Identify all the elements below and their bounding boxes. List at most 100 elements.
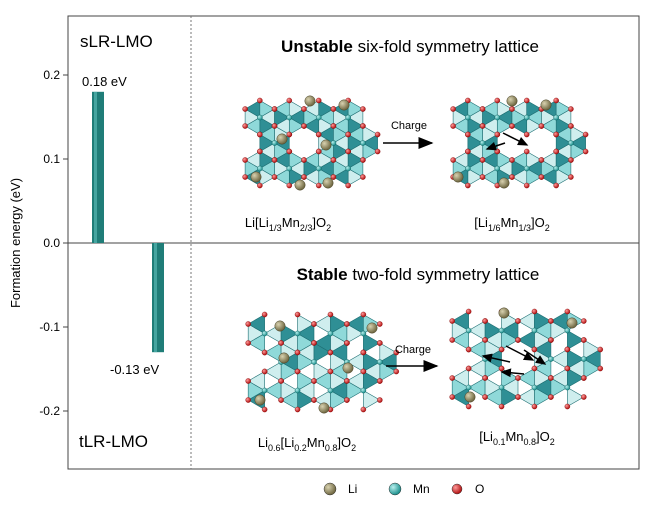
o-atom (301, 157, 307, 163)
o-atom (465, 182, 471, 189)
o-atom (548, 318, 554, 324)
o-atom (553, 131, 559, 138)
li-atom (294, 179, 306, 191)
o-atom (509, 174, 515, 180)
category-label-tlr: tLR-LMO (79, 432, 148, 451)
octahedron-face (363, 389, 381, 411)
o-atom (523, 148, 530, 155)
mn-atom (531, 327, 538, 334)
o-atom (449, 318, 455, 324)
o-atom (548, 375, 554, 381)
li-atom (320, 139, 332, 151)
mn-atom (286, 165, 293, 172)
octahedron-face (363, 370, 381, 392)
o-atom (278, 340, 284, 346)
octahedron-face (567, 329, 585, 351)
lattice-bottom-left (245, 311, 400, 414)
mn-atom (465, 165, 471, 172)
bottom-panel-title: Stable two-fold symmetry lattice (297, 265, 540, 284)
o-atom (581, 337, 587, 343)
o-atom (515, 318, 521, 324)
o-atom (450, 157, 456, 163)
y-tick-label: 0.1 (43, 152, 60, 166)
o-atom (515, 375, 521, 381)
legend-marker-mn (388, 482, 402, 496)
octahedron-face (500, 377, 519, 398)
charge-label-bottom: Charge (395, 344, 431, 356)
mn-atom (531, 384, 538, 391)
octahedron-face (280, 380, 299, 401)
o-atom (377, 321, 383, 327)
octahedron-face (567, 348, 585, 370)
o-atom (286, 97, 293, 104)
o-atom (242, 157, 248, 163)
o-atom (261, 368, 268, 375)
o-atom (449, 394, 455, 400)
o-atom (564, 403, 571, 410)
mn-atom (498, 327, 505, 334)
li-atom (366, 322, 378, 334)
o-atom (345, 182, 351, 189)
bar (92, 91, 104, 243)
o-atom (482, 337, 488, 343)
o-atom (538, 157, 545, 163)
o-atom (245, 378, 251, 384)
o-atom (482, 394, 488, 400)
category-label-slr: sLR-LMO (80, 32, 153, 51)
o-atom (509, 157, 515, 163)
o-atom (327, 368, 334, 375)
o-atom (360, 174, 366, 180)
o-atom (330, 123, 337, 129)
mn-atom (523, 114, 530, 121)
o-atom (311, 397, 317, 403)
o-atom (465, 131, 471, 138)
o-atom (568, 123, 574, 129)
o-atom (311, 378, 317, 384)
bars-group: 0.18 eV-0.13 eV (82, 74, 164, 377)
mn-atom (377, 359, 383, 365)
mn-atom (523, 165, 530, 172)
mn-atom (327, 387, 334, 394)
octahedron-face (247, 370, 265, 392)
octahedron-face (517, 329, 535, 351)
o-atom (315, 131, 322, 138)
o-atom (548, 337, 554, 343)
mn-atom (286, 114, 293, 121)
mn-atom (494, 165, 501, 172)
o-atom (450, 106, 456, 112)
o-atom (482, 318, 488, 324)
o-atom (315, 97, 322, 104)
li-atom (452, 171, 464, 183)
formula-bottom-left: Li0.6[Li0.2Mn0.8]O2 (258, 435, 356, 453)
o-atom (509, 106, 515, 112)
o-atom (449, 375, 455, 381)
o-atom (360, 349, 367, 356)
o-atom (360, 368, 367, 375)
li-atom (278, 352, 290, 364)
o-atom (245, 340, 251, 346)
octahedron-face (583, 348, 601, 370)
migration-arrows-top (485, 132, 529, 151)
mn-atom (465, 114, 471, 121)
octahedron-face (567, 386, 585, 408)
octahedron-face (468, 358, 486, 379)
o-atom (482, 375, 488, 381)
bar-value-label: -0.13 eV (110, 362, 159, 377)
o-atom (344, 321, 350, 327)
li-atom (540, 99, 552, 111)
o-atom (377, 397, 383, 403)
o-atom (465, 148, 471, 155)
o-atom (261, 311, 268, 318)
o-atom (294, 349, 301, 356)
o-atom (286, 148, 293, 155)
li-atom (276, 133, 288, 145)
o-atom (327, 311, 334, 318)
o-atom (345, 148, 351, 155)
octahedron-face (567, 367, 585, 389)
o-atom (531, 308, 538, 315)
o-atom (479, 157, 486, 163)
mn-atom (465, 384, 472, 391)
o-atom (261, 349, 268, 356)
